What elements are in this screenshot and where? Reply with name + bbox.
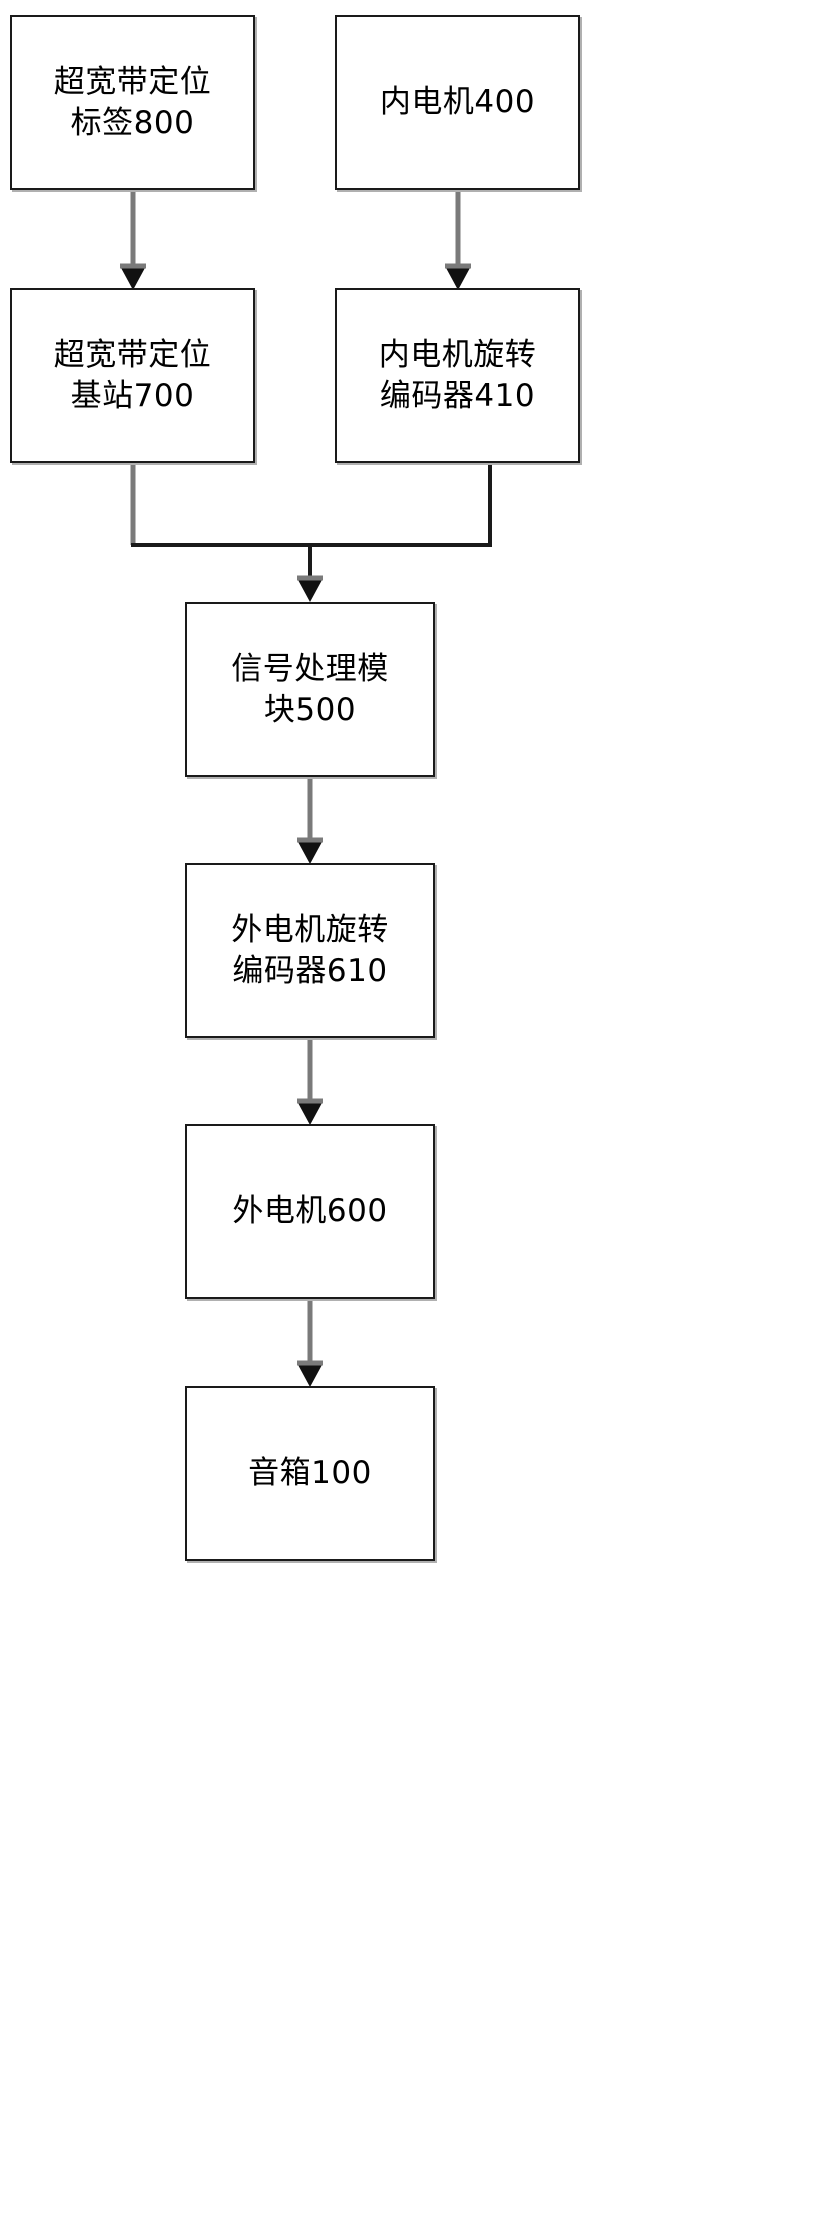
node-inner-motor-encoder-label: 内电机旋转 编码器410 — [378, 337, 537, 414]
node-signal-processing-module-label: 信号处理模 块500 — [231, 651, 389, 728]
edge-innermotor-to-innerencoder — [445, 192, 471, 290]
node-inner-motor-encoder[interactable]: 内电机旋转 编码器410 — [335, 288, 580, 463]
node-outer-motor[interactable]: 外电机600 — [185, 1124, 435, 1299]
node-outer-motor-encoder[interactable]: 外电机旋转 编码器610 — [185, 863, 435, 1038]
node-uwb-base-station-label: 超宽带定位 基站700 — [53, 337, 212, 414]
node-speaker[interactable]: 音箱100 — [185, 1386, 435, 1561]
node-uwb-base-station[interactable]: 超宽带定位 基站700 — [10, 288, 255, 463]
node-uwb-tag-label: 超宽带定位 标签800 — [53, 64, 212, 141]
node-inner-motor[interactable]: 内电机400 — [335, 15, 580, 190]
node-inner-motor-label: 内电机400 — [379, 84, 536, 121]
node-outer-motor-encoder-label: 外电机旋转 编码器610 — [231, 912, 389, 989]
edge-signalbus-to-signalprocessing — [297, 545, 323, 602]
node-signal-processing-module[interactable]: 信号处理模 块500 — [185, 602, 435, 777]
edge-outerencoder-to-outermotor — [297, 1040, 323, 1125]
node-uwb-tag[interactable]: 超宽带定位 标签800 — [10, 15, 255, 190]
edge-signalprocessing-to-outerencoder — [297, 779, 323, 864]
edge-uwbbase-to-signalbus — [130, 465, 492, 547]
node-speaker-label: 音箱100 — [248, 1455, 372, 1492]
node-outer-motor-label: 外电机600 — [232, 1193, 388, 1230]
edge-uwbtag-to-uwbbase — [120, 192, 146, 290]
edge-outermotor-to-speaker — [297, 1301, 323, 1387]
